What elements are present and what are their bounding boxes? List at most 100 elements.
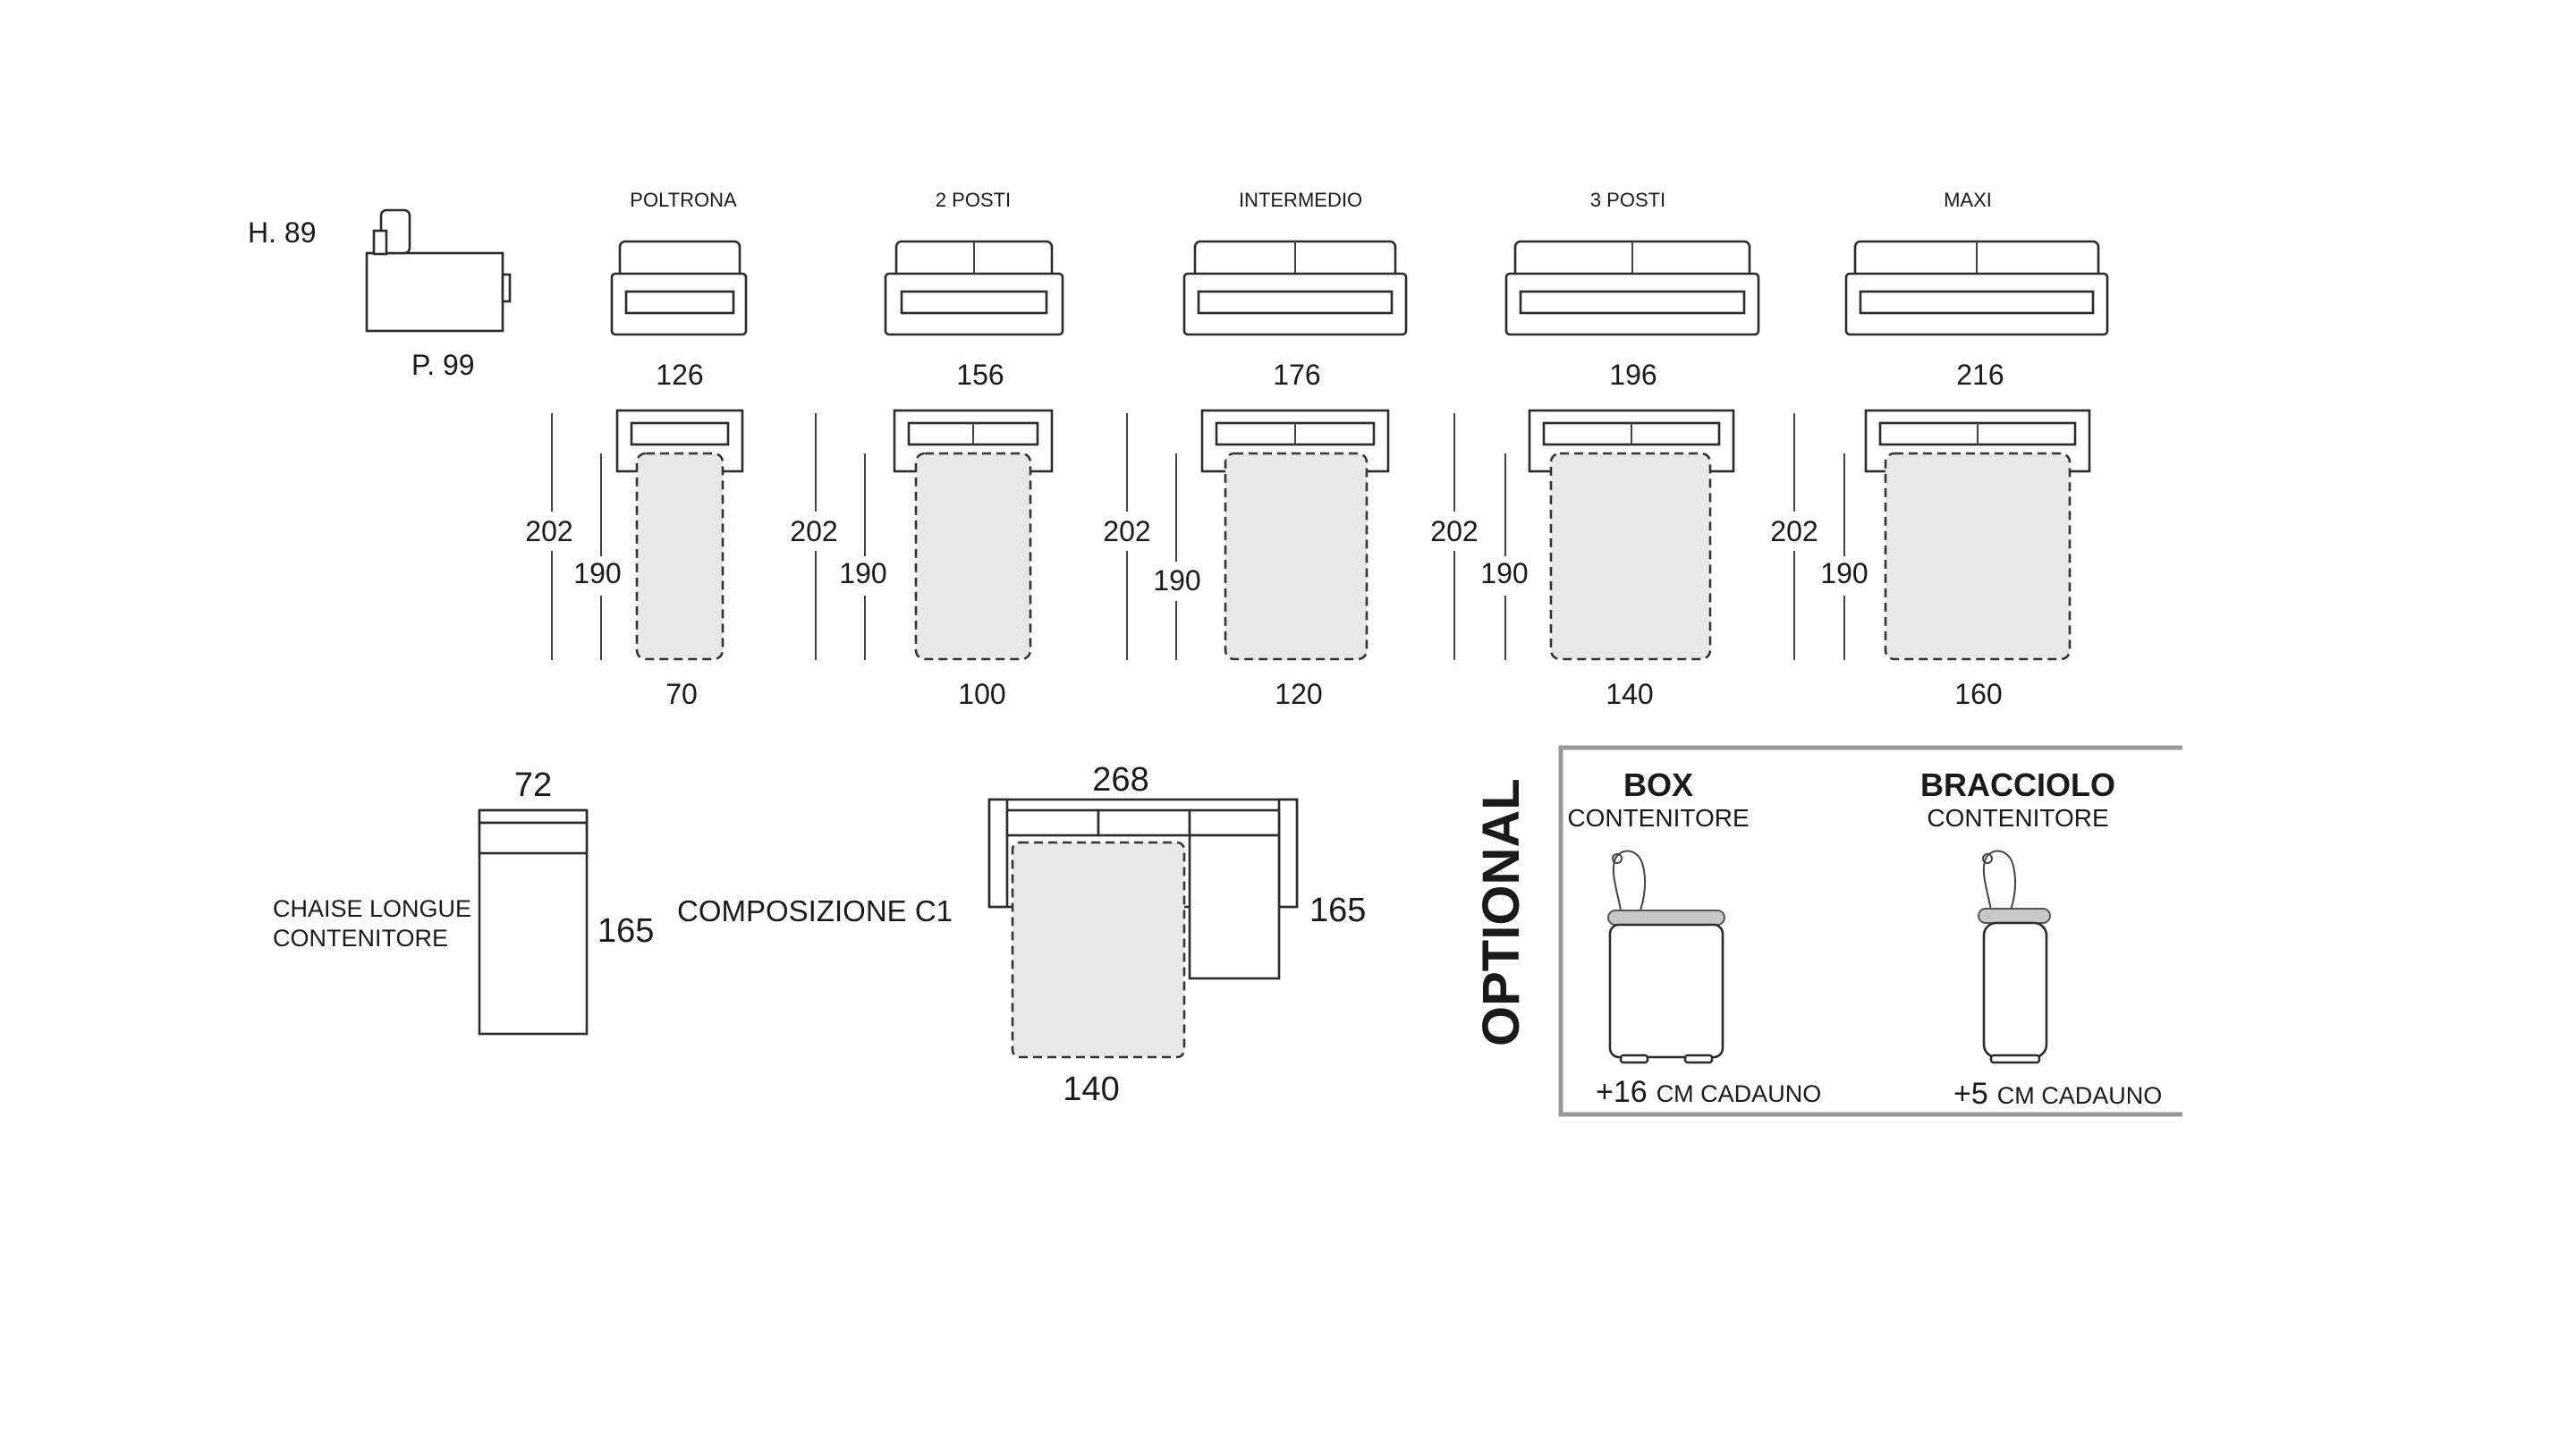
label-mask (1098, 512, 1152, 551)
label-mask (1818, 556, 1871, 596)
sofa-poltrona: POLTRONA 126 202 190 70 (521, 189, 748, 710)
chaise-longue: CHAISE LONGUE CONTENITORE 72 165 (273, 766, 654, 1036)
comp-cushion-1 (1005, 808, 1100, 837)
box-subtitle: CONTENITORE (1567, 804, 1749, 832)
bracciolo-unit: CM CADAUNO (1997, 1082, 2163, 1109)
sofa-name: 3 POSTI (1590, 189, 1665, 211)
sofa-name: MAXI (1944, 189, 1992, 211)
optional-frame (1558, 745, 2182, 1117)
box-foot-left (1619, 1054, 1649, 1064)
chaise-width: 72 (514, 766, 552, 804)
sofa-cushion (900, 290, 1048, 315)
bed-width-label: 160 (1954, 678, 2002, 710)
bracciolo-amount: +5 (1953, 1077, 1988, 1111)
bed-width-label: 100 (958, 678, 1005, 710)
bed-area (635, 452, 724, 661)
bed-length-label: 190 (573, 557, 621, 589)
sofa-cushion (1519, 290, 1746, 315)
hook-icon (1612, 850, 1647, 911)
bed-length-label: 190 (1153, 564, 1200, 597)
composition-width: 268 (1092, 761, 1148, 799)
bed-area (914, 452, 1032, 661)
side-handle (501, 273, 512, 303)
label-mask (787, 512, 841, 551)
sofa-maxi: MAXI 216 202 190 160 (1767, 189, 2109, 710)
sofa-cushion (1197, 290, 1394, 315)
label-mask (1477, 556, 1530, 596)
side-seat-outline (365, 251, 504, 333)
bed-length-label: 190 (1820, 557, 1868, 589)
chaise-length: 165 (597, 912, 654, 950)
bed-width-label: 70 (665, 678, 698, 710)
sofa-name: 2 POSTI (936, 189, 1011, 211)
hook-eye-icon (1982, 853, 1993, 864)
comp-bed-area (1011, 841, 1186, 1059)
comp-arm-left (987, 798, 1009, 909)
chaise-label-line2: CONTENITORE (273, 925, 448, 952)
box-body (1608, 923, 1724, 1059)
sofa-2-posti: 2 POSTI 156 202 190 100 (787, 189, 1064, 710)
comp-cushion-2 (1097, 808, 1191, 837)
chaise-cushion (478, 821, 589, 855)
bed-length-label: 190 (1480, 557, 1528, 589)
label-mask (571, 556, 624, 596)
bed-area (1224, 452, 1368, 661)
length-label: 202 (525, 515, 572, 547)
bed-width-label: 120 (1275, 678, 1322, 710)
hook-icon (1982, 850, 2017, 911)
comp-arm-right (1277, 798, 1299, 909)
bracciolo-title: BRACCIOLO (1920, 766, 2115, 803)
comp-cushion-3 (1188, 808, 1281, 837)
sofa-width: 216 (1956, 359, 2004, 391)
sofa-intermedio: INTERMEDIO 176 202 190 120 (1098, 189, 1408, 710)
open-cushion (630, 421, 730, 446)
bed-area (1549, 452, 1712, 661)
label-mask (1428, 512, 1481, 551)
bed-width-label: 140 (1606, 678, 1653, 710)
length-label: 202 (1103, 515, 1150, 547)
armrest-body (1982, 921, 2048, 1059)
sofa-cushion (1859, 290, 2095, 315)
side-profile: H. 89 P. 99 (248, 208, 512, 381)
box-foot-right (1683, 1054, 1714, 1064)
optional-title: OPTIONAL (1472, 778, 1530, 1046)
chaise-top-band (478, 808, 589, 825)
label-mask (835, 556, 889, 596)
sofa-width: 126 (656, 359, 703, 391)
bed-area (1884, 452, 2072, 661)
height-label: H. 89 (248, 216, 316, 249)
hook-eye-icon (1612, 853, 1623, 864)
depth-label: P. 99 (411, 349, 475, 381)
composition-name: COMPOSIZIONE C1 (677, 894, 953, 927)
side-back-rest (372, 229, 388, 256)
sofa-3-posti: 3 POSTI 196 202 190 140 (1428, 189, 1760, 710)
bed-length-label: 190 (839, 557, 886, 589)
armrest-foot (1989, 1054, 2041, 1064)
box-unit: CM CADAUNO (1657, 1080, 1822, 1107)
label-mask (1767, 512, 1821, 551)
sofa-width: 176 (1273, 359, 1320, 391)
sofa-cushion (624, 290, 735, 315)
box-lid (1607, 910, 1725, 926)
label-mask (521, 512, 574, 551)
sofa-width: 156 (956, 359, 1004, 391)
armrest-lid (1978, 908, 2051, 924)
length-label: 202 (790, 515, 837, 547)
box-title: BOX (1623, 766, 1693, 803)
bracciolo-subtitle: CONTENITORE (1927, 804, 2108, 832)
label-mask (1148, 562, 1201, 601)
length-label: 202 (1430, 515, 1478, 547)
comp-chaise (1188, 834, 1281, 980)
length-label: 202 (1770, 515, 1818, 547)
sofa-name: POLTRONA (630, 189, 737, 211)
composizione-c1: COMPOSIZIONE C1 268 165 140 (677, 761, 1366, 1108)
bracciolo-extra: +5 CM CADAUNO (1953, 1077, 2162, 1111)
chaise-label-line1: CHAISE LONGUE (273, 895, 471, 922)
composition-bed-width: 140 (1063, 1071, 1119, 1108)
composition-length: 165 (1309, 892, 1366, 929)
sofa-name: INTERMEDIO (1239, 189, 1362, 211)
